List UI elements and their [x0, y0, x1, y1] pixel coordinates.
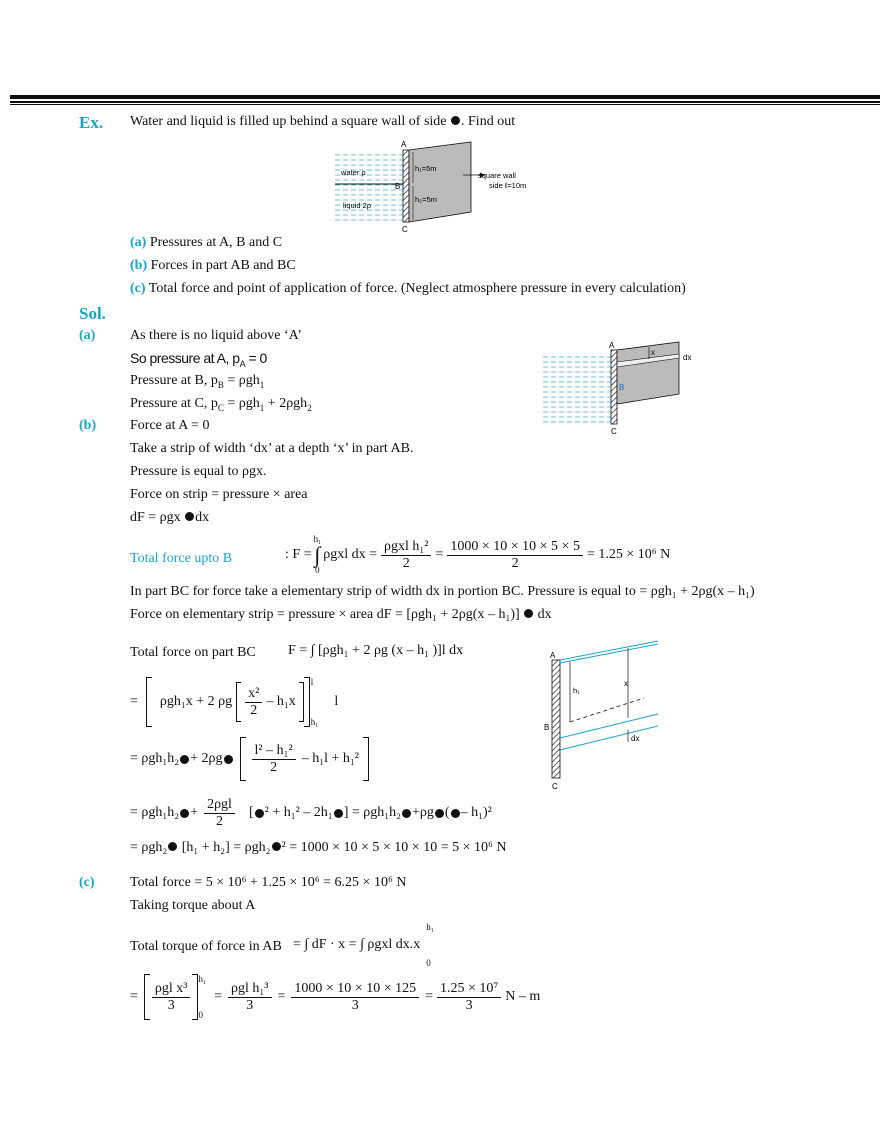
ell-symbol — [450, 808, 460, 818]
ell-symbol — [180, 808, 190, 818]
solution-label: Sol. — [79, 304, 106, 323]
example-statement: Water and liquid is filled up behind a s… — [130, 114, 516, 129]
fig3-label-h1: h₁ — [573, 686, 580, 695]
fig1-label-water: water ρ — [340, 168, 366, 177]
ell-symbol — [402, 808, 411, 818]
ell-symbol — [524, 609, 534, 618]
bc-line2: Force on elementary strip = pressure × a… — [130, 607, 552, 622]
fig2-label-dx: dx — [683, 353, 691, 362]
bc-line1: In part BC for force take a elementary s… — [130, 584, 755, 599]
example-part-a: (a) Pressures at A, B and C — [130, 235, 283, 250]
figure-square-wall: A B C water ρ liquid 2ρ h₁=5m h₂=5m squa… — [335, 140, 526, 233]
sol-a-line2: So pressure at A, pA = 0 — [130, 350, 267, 369]
ell-symbol — [451, 116, 461, 125]
sol-b-line5: dF = ρgx dx — [130, 510, 210, 525]
header-rule-thin-2 — [10, 104, 880, 105]
fig3-label-b: B — [544, 723, 549, 732]
sol-a-line3: Pressure at B, pB = ρgh1 — [130, 373, 265, 390]
fig2-label-b: B — [619, 383, 624, 392]
ell-symbol — [185, 512, 195, 521]
sol-a-line4: Pressure at C, pC = ρgh1 + 2ρgh2 — [130, 396, 312, 413]
ell-symbol — [223, 754, 233, 764]
sol-b-label: (b) — [79, 418, 97, 433]
fig2-label-x: x — [651, 348, 655, 357]
fig1-label-liquid: liquid 2ρ — [343, 201, 371, 210]
sol-c-label: (c) — [79, 875, 95, 890]
ell-symbol — [333, 808, 343, 818]
fig1-label-a: A — [401, 140, 407, 149]
equation-force-bc: F = ∫ [ρgh₁ + 2 ρg (x – h₁ )]l dx — [288, 643, 464, 658]
ell-symbol — [254, 808, 264, 818]
sol-b-line2: Take a strip of width ‘dx’ at a depth ‘x… — [130, 441, 414, 456]
total-force-b-label: Total force upto B — [130, 551, 233, 566]
ell-symbol — [168, 842, 178, 851]
fig3-label-x: x — [624, 679, 628, 688]
sol-c-line1: Total force = 5 × 10⁶ + 1.25 × 10⁶ = 6.2… — [130, 875, 407, 890]
fig1-label-wall: square wall — [478, 171, 516, 180]
fig1-label-h1: h₁=5m — [415, 164, 437, 173]
example-part-c: (c) Total force and point of application… — [130, 281, 686, 296]
fig2-label-a: A — [609, 341, 615, 350]
figure-strip-ab: A B C x dx — [543, 341, 691, 435]
sol-b-line3: Pressure is equal to ρgx. — [130, 464, 267, 479]
sol-a-label: (a) — [79, 328, 96, 343]
total-force-bc-label: Total force on part BC — [130, 645, 256, 660]
sol-c-line2: Taking torque about A — [130, 898, 256, 913]
fig2-label-c: C — [611, 427, 617, 435]
sol-a-line1: As there is no liquid above ‘A’ — [130, 328, 302, 343]
fig3-label-a: A — [550, 651, 556, 660]
fig3-label-dx: dx — [631, 734, 639, 743]
fig1-label-side: side ℓ=10m — [489, 181, 526, 190]
fig1-label-c: C — [402, 225, 408, 233]
header-rule-thin-1 — [10, 101, 880, 103]
sol-b-line1: Force at A = 0 — [130, 418, 210, 433]
ell-symbol — [271, 842, 281, 851]
sol-b-line4: Force on strip = pressure × area — [130, 487, 308, 502]
example-label: Ex. — [79, 113, 104, 132]
equation-torque: = ∫ dF · x = ∫ ρgxl dx.x h₁ 0 — [293, 922, 434, 968]
figure-strip-bc: A B C h₁ x dx — [544, 640, 659, 791]
fig1-label-b: B — [395, 182, 400, 191]
ell-symbol — [180, 754, 190, 764]
torque-label: Total torque of force in AB — [130, 939, 282, 954]
ell-symbol — [434, 808, 444, 818]
example-part-b: (b) Forces in part AB and BC — [130, 258, 296, 273]
fig1-label-h2: h₂=5m — [415, 195, 437, 204]
header-rule-thick — [10, 95, 880, 99]
fig3-label-c: C — [552, 782, 558, 791]
